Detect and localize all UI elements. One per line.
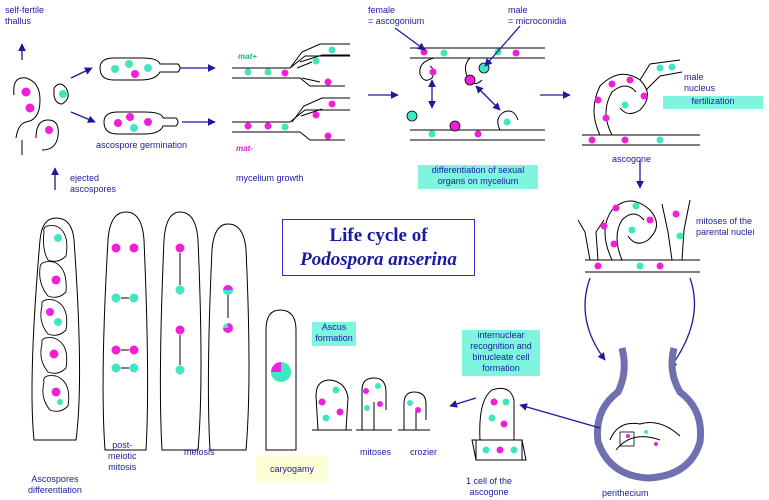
label-caryogamy: caryogamy (256, 456, 328, 482)
label-mycelium-growth: mycelium growth (236, 173, 304, 183)
label-crozier: crozier (410, 447, 438, 457)
label-mat-minus: mat- (236, 144, 253, 153)
label-perithecium: perithecium (602, 488, 649, 498)
label-mitoses: mitoses (360, 447, 392, 457)
title-line-1: Life cycle of (329, 225, 428, 246)
label-ascogone: ascogone (612, 154, 652, 164)
title-line-2: Podospora anserina (300, 249, 457, 270)
label-female: female= ascogonium (368, 5, 425, 26)
ascospores-ejected (13, 77, 69, 155)
label-meiosis: meiosis (184, 447, 215, 457)
label-ascospore-germination: ascospore germination (96, 140, 188, 150)
perithecium-shape (593, 347, 705, 482)
label-mat-plus: mat+ (238, 52, 257, 61)
diagram-title: Life cycle of Podospora anserina (282, 219, 475, 276)
label-male: male= microconidia (508, 5, 567, 26)
label-fertilization: fertilization (663, 96, 763, 109)
